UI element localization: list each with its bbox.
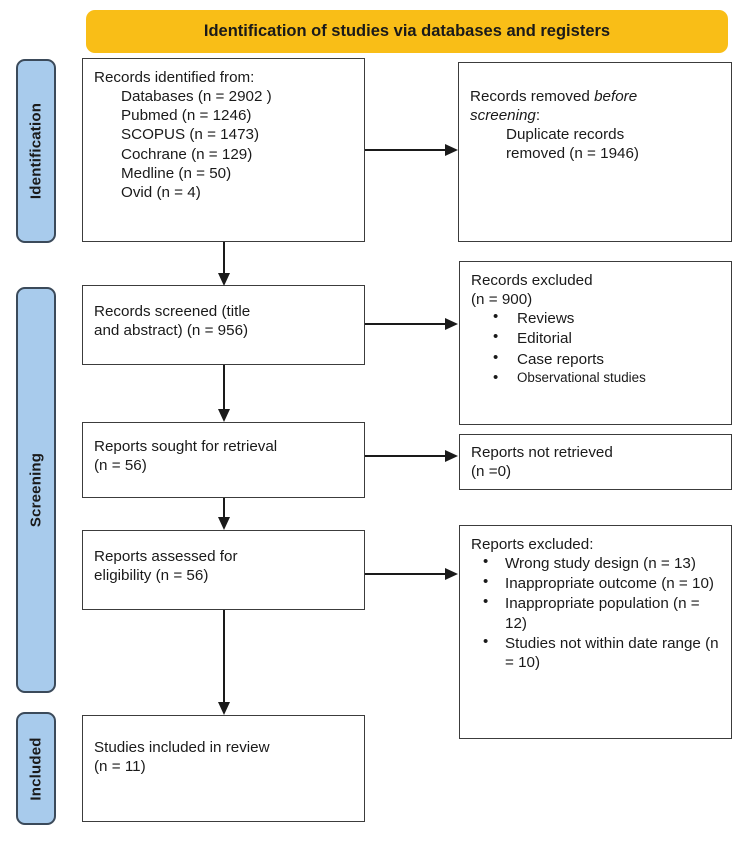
records-removed-heading-2: screening: bbox=[470, 106, 721, 125]
arrow-identified-to-screened bbox=[214, 242, 234, 287]
list-item: Inappropriate population (n = 12) bbox=[471, 593, 721, 632]
reports-sought-line-1: Reports sought for retrieval bbox=[94, 438, 278, 455]
stage-label-screening: Screening bbox=[27, 452, 45, 528]
records-identified-item: Medline (n = 50) bbox=[121, 164, 232, 182]
records-removed-heading-em1: before bbox=[594, 88, 638, 105]
stage-label-identification: Identification bbox=[27, 102, 45, 200]
reports-excluded-list: Wrong study design (n = 13) Inappropriat… bbox=[471, 553, 721, 672]
arrow-screened-to-sought bbox=[214, 365, 234, 423]
box-records-removed: Records removed before screening: Duplic… bbox=[458, 62, 732, 242]
arrow-screened-to-excluded bbox=[365, 316, 460, 332]
records-removed-heading-em2: screening bbox=[470, 107, 536, 125]
list-item: Editorial bbox=[471, 328, 721, 348]
arrow-assessed-to-excluded bbox=[365, 566, 460, 582]
box-reports-excluded: Reports excluded: Wrong study design (n … bbox=[459, 525, 732, 739]
list-item: Reviews bbox=[471, 308, 721, 328]
box-reports-assessed: Reports assessed for eligibility (n = 56… bbox=[82, 530, 365, 610]
reports-assessed-line-1: Reports assessed for bbox=[94, 548, 238, 565]
arrow-sought-to-assessed bbox=[214, 498, 234, 531]
studies-included-line-2: (n = 11) bbox=[94, 758, 146, 776]
records-excluded-line-1: Records excluded bbox=[471, 272, 593, 289]
records-identified-item: Cochrane (n = 129) bbox=[121, 145, 253, 163]
box-records-identified: Records identified from: Databases (n = … bbox=[82, 58, 365, 242]
list-item: Observational studies bbox=[471, 369, 721, 388]
records-excluded-line-2: (n = 900) bbox=[471, 291, 533, 309]
arrow-sought-to-not-retrieved bbox=[365, 448, 460, 464]
list-item: Case reports bbox=[471, 349, 721, 369]
stage-bar-screening: Screening bbox=[16, 287, 56, 693]
records-removed-heading-post: : bbox=[535, 107, 541, 125]
list-item: Inappropriate outcome (n = 10) bbox=[471, 573, 721, 593]
reports-assessed-line-2: eligibility (n = 56) bbox=[94, 567, 209, 585]
records-identified-item: Ovid (n = 4) bbox=[121, 183, 201, 201]
records-identified-item: SCOPUS (n = 1473) bbox=[121, 126, 260, 144]
records-removed-item: Duplicate records bbox=[506, 126, 625, 144]
studies-included-line-1: Studies included in review bbox=[94, 739, 270, 756]
records-identified-heading: Records identified from: bbox=[94, 69, 255, 86]
records-screened-line-1: Records screened (title bbox=[94, 303, 251, 320]
records-removed-heading-pre: Records removed bbox=[470, 88, 595, 105]
list-item: Studies not within date range (n = 10) bbox=[471, 633, 721, 672]
stage-bar-included: Included bbox=[16, 712, 56, 825]
records-screened-line-2: and abstract) (n = 956) bbox=[94, 322, 249, 340]
box-reports-sought: Reports sought for retrieval (n = 56) bbox=[82, 422, 365, 498]
box-studies-included: Studies included in review (n = 11) bbox=[82, 715, 365, 822]
records-removed-heading: Records removed before bbox=[470, 87, 721, 106]
reports-not-retrieved-line-2: (n =0) bbox=[471, 463, 512, 481]
records-removed-item: removed (n = 1946) bbox=[506, 145, 639, 163]
records-excluded-list: Reviews Editorial Case reports Observati… bbox=[471, 308, 721, 388]
arrow-assessed-to-included bbox=[214, 610, 234, 716]
diagram-title-banner: Identification of studies via databases … bbox=[86, 10, 728, 53]
stage-bar-identification: Identification bbox=[16, 59, 56, 243]
diagram-title: Identification of studies via databases … bbox=[203, 22, 611, 40]
records-identified-item: Pubmed (n = 1246) bbox=[121, 107, 252, 125]
reports-sought-line-2: (n = 56) bbox=[94, 457, 147, 475]
reports-excluded-heading: Reports excluded: bbox=[471, 536, 594, 553]
box-records-excluded: Records excluded (n = 900) Reviews Edito… bbox=[459, 261, 732, 425]
arrow-identified-to-removed bbox=[365, 142, 460, 158]
box-reports-not-retrieved: Reports not retrieved (n =0) bbox=[459, 434, 732, 490]
stage-label-included: Included bbox=[27, 736, 45, 801]
list-item: Wrong study design (n = 13) bbox=[471, 553, 721, 573]
box-records-screened: Records screened (title and abstract) (n… bbox=[82, 285, 365, 365]
reports-not-retrieved-line-1: Reports not retrieved bbox=[471, 444, 613, 461]
records-identified-item: Databases (n = 2902 ) bbox=[121, 88, 272, 106]
